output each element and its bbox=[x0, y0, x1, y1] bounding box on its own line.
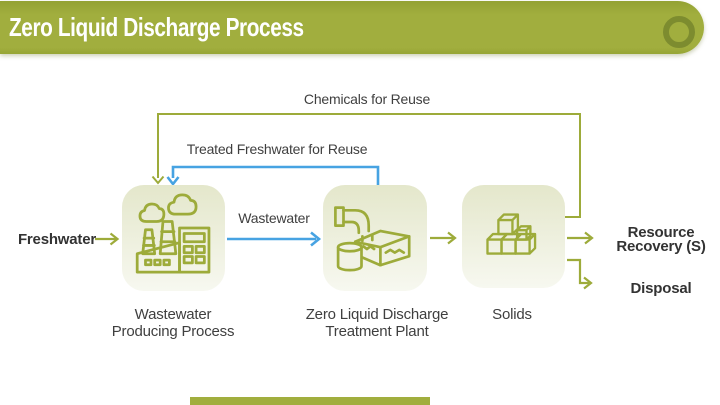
node-label-solids: Solids bbox=[492, 306, 532, 323]
chemicals-reuse-line bbox=[157, 113, 581, 218]
treated-freshwater-label: Treated Freshwater for Reuse bbox=[186, 141, 368, 157]
disposal-arrowhead-icon bbox=[583, 276, 593, 290]
chemicals-for-reuse-label: Chemicals for Reuse bbox=[303, 91, 431, 107]
treated-freshwater-arrowhead-icon bbox=[166, 176, 180, 187]
node-zld-treatment-plant bbox=[323, 185, 427, 291]
wastewater-label: Wastewater bbox=[238, 210, 310, 226]
node-label-wastewater-producing-process: Wastewater Producing Process bbox=[111, 306, 235, 340]
node-label-zld-treatment-plant: Zero Liquid Discharge Treatment Plant bbox=[305, 306, 449, 340]
freshwater-label: Freshwater bbox=[17, 231, 96, 248]
chemicals-arrowhead-icon bbox=[151, 175, 165, 185]
freshwater-arrowhead-icon bbox=[109, 232, 120, 246]
node-wastewater-producing-process bbox=[122, 185, 225, 291]
wastewater-arrowhead-icon bbox=[310, 231, 322, 247]
disposal-label: Disposal bbox=[630, 280, 692, 297]
title-bar: Zero Liquid Discharge Process bbox=[0, 1, 704, 54]
bottom-accent-bar bbox=[190, 397, 430, 405]
page-title: Zero Liquid Discharge Process bbox=[9, 12, 304, 42]
resource-recovery-label: Resource Recovery (S) bbox=[616, 224, 706, 255]
treated-freshwater-line bbox=[171, 165, 380, 186]
disposal-line bbox=[567, 258, 589, 285]
node-solids bbox=[462, 185, 565, 288]
solids-cubes-icon bbox=[485, 213, 536, 255]
ring-icon bbox=[663, 16, 695, 48]
factory-icon bbox=[135, 193, 210, 274]
resource-recovery-arrowhead-icon bbox=[584, 231, 594, 245]
plant-to-solids-arrowhead-icon bbox=[447, 231, 457, 245]
treatment-plant-icon bbox=[334, 206, 411, 272]
